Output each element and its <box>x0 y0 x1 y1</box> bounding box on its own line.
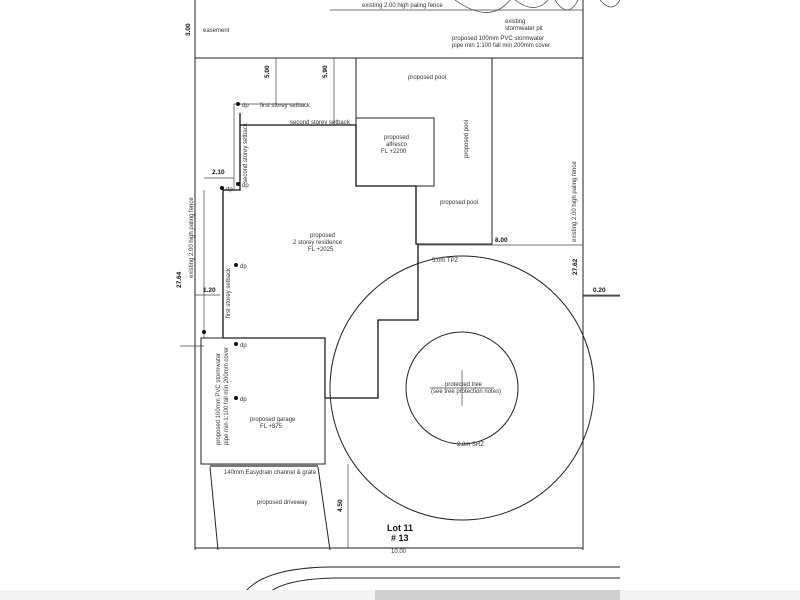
driveway-left-edge <box>209 466 219 551</box>
label-existing-fence-top: existing 2.00 high paling fence <box>362 3 443 9</box>
label-protected-tree-2: (see tree protection notes) <box>431 389 501 395</box>
driveway-right-edge <box>317 466 331 551</box>
tree-canopy-arc <box>514 0 549 8</box>
scrollbar-thumb[interactable] <box>375 590 620 600</box>
tree-canopy-arc <box>454 0 511 13</box>
dim-10-00: 10.00 <box>391 549 407 555</box>
tree-canopy-arc <box>599 0 621 8</box>
downpipe-marker <box>234 263 238 267</box>
dim-0-20: 0.20 <box>593 287 606 294</box>
label-stormwater-side-2: pipe min 1:100 fall min 200mm cover <box>224 347 230 445</box>
dim-3-00: 3.00 <box>185 23 192 36</box>
label-protected-tree-1: protected tree <box>445 382 483 388</box>
downpipe-marker <box>220 186 224 190</box>
dim-8-00: 8.00 <box>495 237 508 244</box>
dim-5-00: 5.00 <box>264 65 271 78</box>
downpipe-marker <box>236 182 240 186</box>
label-lot: Lot 11 <box>387 523 413 533</box>
label-alfresco-3: FL +2200 <box>381 149 407 155</box>
dim-27-62: 27.62 <box>572 258 579 275</box>
downpipe-marker <box>234 396 238 400</box>
label-residence-3: FL +2025 <box>308 247 334 253</box>
dim-27-64: 27.64 <box>176 271 183 288</box>
pool-outline <box>355 58 493 245</box>
label-residence-2: 2 storey residence <box>293 240 343 246</box>
label-second-storey-setback-side: second storey setback <box>243 122 249 183</box>
label-fence-right: existing 2.00 high paling fence <box>572 161 578 242</box>
dim-5-90: 5.90 <box>322 65 329 78</box>
label-dp: dp <box>240 397 247 403</box>
label-second-storey-setback-top: second storey setback <box>290 120 351 126</box>
tree-canopy-arc <box>554 0 579 11</box>
srz-circle <box>405 331 519 445</box>
drain-channel <box>210 464 318 467</box>
label-first-storey-setback-side: first storey setback <box>226 267 232 318</box>
label-channel: 140mm Easydrain channel & grate <box>224 470 317 476</box>
label-garage-2: FL +875 <box>260 424 283 430</box>
downpipe-marker <box>202 330 206 334</box>
downpipe-marker <box>234 342 238 346</box>
horizontal-scrollbar[interactable] <box>0 590 800 600</box>
label-dp: dp <box>242 103 249 109</box>
label-dp: dp <box>242 183 249 189</box>
label-stormwater-side-1: proposed 100mm PVC stormwater <box>216 353 222 445</box>
label-tpz: 5.0m TPZ <box>432 258 459 264</box>
label-alfresco-1: proposed <box>384 135 409 141</box>
label-stormwater-top-2: pipe min 1:100 fall min 200mm cover <box>452 43 550 49</box>
label-proposed-pool-lower: proposed pool <box>440 200 478 206</box>
dim-1-20: 1.20 <box>203 287 216 294</box>
label-dp: dp <box>226 187 233 193</box>
label-first-storey-setback-top: first storey setback <box>260 103 311 109</box>
downpipe-marker <box>236 102 240 106</box>
label-dp: dp <box>240 343 247 349</box>
label-fence-left: existing 2.00 high paling fence <box>189 197 195 278</box>
tpz-circle <box>329 255 595 521</box>
label-proposed-pool-side: proposed pool <box>464 120 470 158</box>
dim-4-50: 4.50 <box>337 499 344 512</box>
label-proposed-pool-top: proposed pool <box>408 75 446 81</box>
dim-2-10: 2.10 <box>212 169 225 176</box>
label-alfresco-2: alfresco <box>386 142 408 148</box>
label-lot-number: # 13 <box>391 533 409 543</box>
label-stormwater-top-1: proposed 100mm PVC stormwater <box>452 36 544 42</box>
label-srz: 2.8m SRZ <box>457 442 484 448</box>
label-driveway: proposed driveway <box>257 500 307 506</box>
label-easement: easement <box>203 28 230 34</box>
label-residence-1: proposed <box>310 233 335 239</box>
label-dp: dp <box>240 264 247 270</box>
residence-outline <box>222 113 419 399</box>
label-garage-1: proposed garage <box>250 417 296 423</box>
